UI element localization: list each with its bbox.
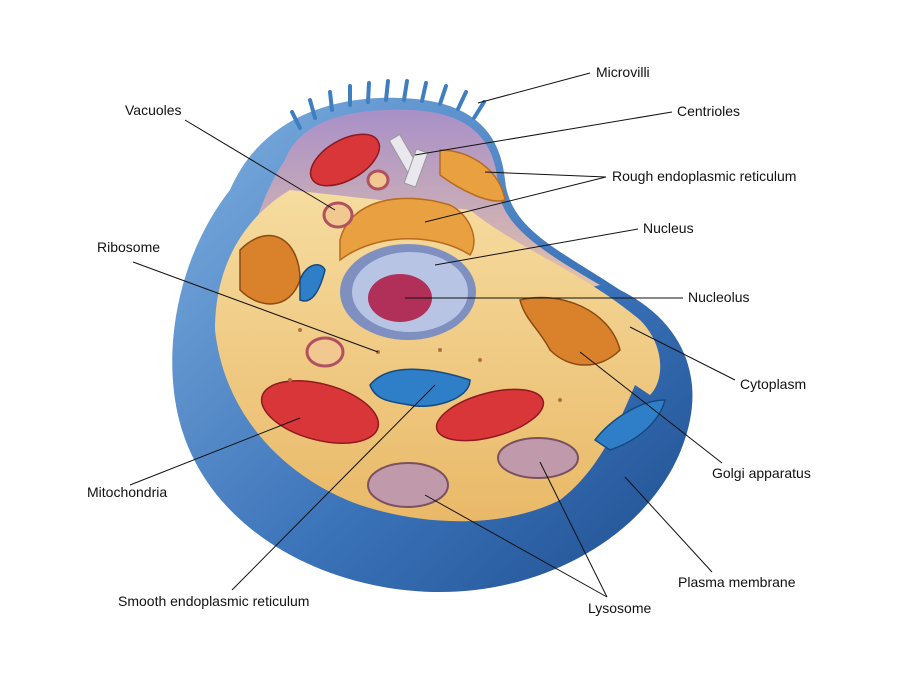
label-rough-er: Rough endoplasmic reticulum [612,168,797,184]
leader-microvilli [477,72,591,104]
smooth-er-shape [299,264,666,451]
leader-mitochondria [129,417,301,486]
label-centrioles: Centrioles [677,103,741,119]
leader-ribosome [132,261,379,353]
leader-rough-er-1 [484,171,607,178]
label-golgi: Golgi apparatus [712,465,811,481]
label-cytoplasm: Cytoplasm [740,376,807,392]
leader-lysosome-2 [539,461,608,598]
leader-lysosome-1 [424,494,608,598]
label-smooth-er: Smooth endoplasmic reticulum [118,593,310,609]
label-lysosome: Lysosome [588,600,652,616]
mitochondria-shape [260,133,545,444]
label-nucleus: Nucleus [643,220,694,236]
leader-plasma-membrane [624,476,713,573]
leader-centrioles [414,111,673,156]
centrioles-shape [388,133,429,188]
label-plasma-membrane: Plasma membrane [678,574,796,590]
leader-nucleus [434,228,639,266]
label-mitochondria: Mitochondria [87,484,168,500]
golgi-shape [239,234,621,366]
vacuoles-shape [305,169,390,368]
leader-vacuoles [184,119,336,211]
label-microvilli: Microvilli [596,64,650,80]
leader-rough-er-2 [424,176,607,223]
leader-smooth-er [231,384,436,591]
lysosome-shape [367,437,579,508]
leader-golgi [579,351,723,464]
label-vacuoles: Vacuoles [125,102,182,118]
label-nucleolus: Nucleolus [688,289,750,305]
ribosome-dots [288,328,562,402]
label-ribosome: Ribosome [97,239,161,255]
microvilli-shape [290,79,486,130]
rough-er-shape [339,149,506,262]
nucleolus-shape [368,274,432,322]
leader-cytoplasm [629,326,736,381]
